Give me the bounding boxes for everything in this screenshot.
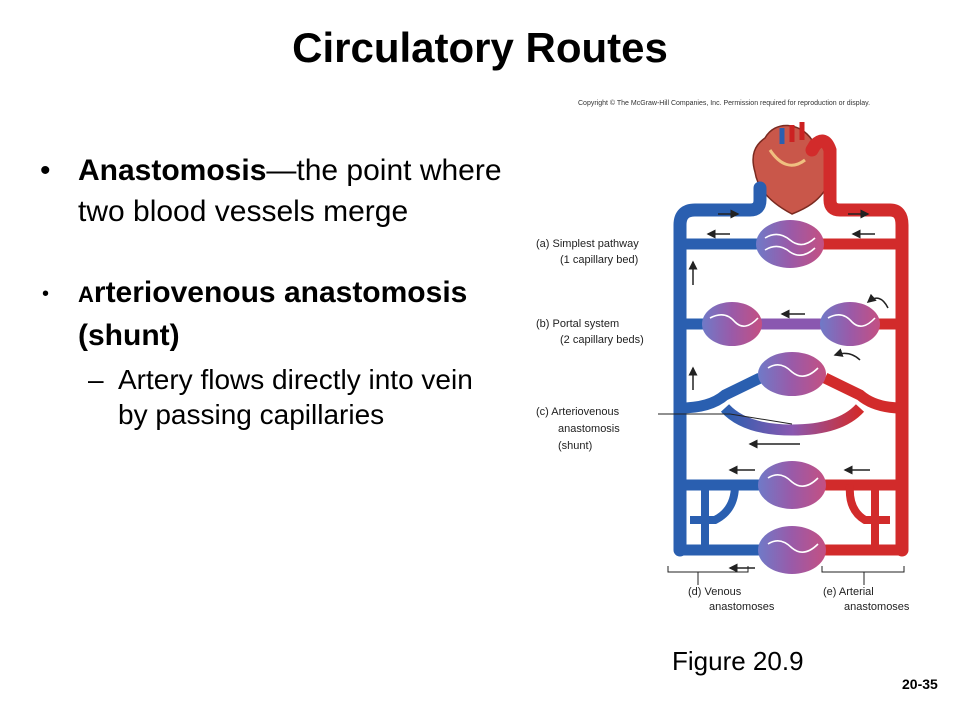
- label-c-line2: anastomosis: [558, 423, 620, 435]
- arterial-anastomoses: [845, 484, 890, 550]
- term-first-letter: A: [78, 282, 94, 307]
- copyright-notice: Copyright © The McGraw-Hill Companies, I…: [578, 100, 871, 107]
- sub-bullet-text: Artery flows directly into vein by passi…: [118, 364, 473, 430]
- pathway-c: [658, 348, 903, 449]
- capillary-bed: [758, 461, 826, 509]
- circulatory-routes-diagram: (a) Simplest pathway (1 capillary bed) (…: [536, 122, 910, 613]
- dash-icon: –: [88, 364, 104, 395]
- term-arteriovenous: rteriovenous anastomosis (shunt): [78, 276, 468, 352]
- sub-bullet: – Artery flows directly into vein by pas…: [40, 362, 510, 432]
- vein-trunk: [673, 181, 767, 557]
- label-b-line1: (b) Portal system: [536, 318, 619, 330]
- term-anastomosis: Anastomosis: [78, 154, 267, 187]
- label-a-line2: (1 capillary bed): [560, 254, 638, 266]
- artery-trunk: [805, 134, 909, 557]
- label-a-line1: (a) Simplest pathway: [536, 238, 639, 250]
- label-d-line2: anastomoses: [709, 601, 775, 613]
- pathway-d-e: [680, 461, 902, 574]
- bullet-arteriovenous: • Arteriovenous anastomosis (shunt): [40, 272, 510, 356]
- bottom-brackets: [667, 566, 905, 585]
- figure-label: Figure 20.9: [672, 646, 804, 676]
- shunt-vessel: [720, 404, 865, 436]
- bullet-icon: •: [42, 283, 50, 305]
- capillary-bed: [820, 302, 880, 346]
- bullet-anastomosis: • Anastomosis—the point where two blood …: [40, 150, 510, 232]
- label-c-line1: (c) Arteriovenous: [536, 406, 620, 418]
- slide-title: Circulatory Routes: [292, 24, 668, 71]
- label-e-line1: (e) Arterial: [823, 586, 874, 598]
- page-number: 20-35: [902, 676, 938, 692]
- label-c-line3: (shunt): [558, 440, 592, 452]
- bullet-icon: •: [40, 154, 51, 187]
- bullet-list: • Anastomosis—the point where two blood …: [40, 150, 510, 432]
- definition-anastomosis: —the point where two blood vessels merge: [78, 154, 502, 228]
- capillary-bed: [758, 352, 826, 396]
- label-b-line2: (2 capillary beds): [560, 334, 644, 346]
- capillary-bed: [758, 526, 826, 574]
- label-e-line2: anastomoses: [844, 601, 910, 613]
- venous-anastomoses: [690, 484, 739, 550]
- capillary-bed: [756, 220, 824, 268]
- capillary-bed: [702, 302, 762, 346]
- label-d-line1: (d) Venous: [688, 586, 742, 598]
- pathway-a: [680, 209, 902, 268]
- pathway-b: [680, 260, 902, 346]
